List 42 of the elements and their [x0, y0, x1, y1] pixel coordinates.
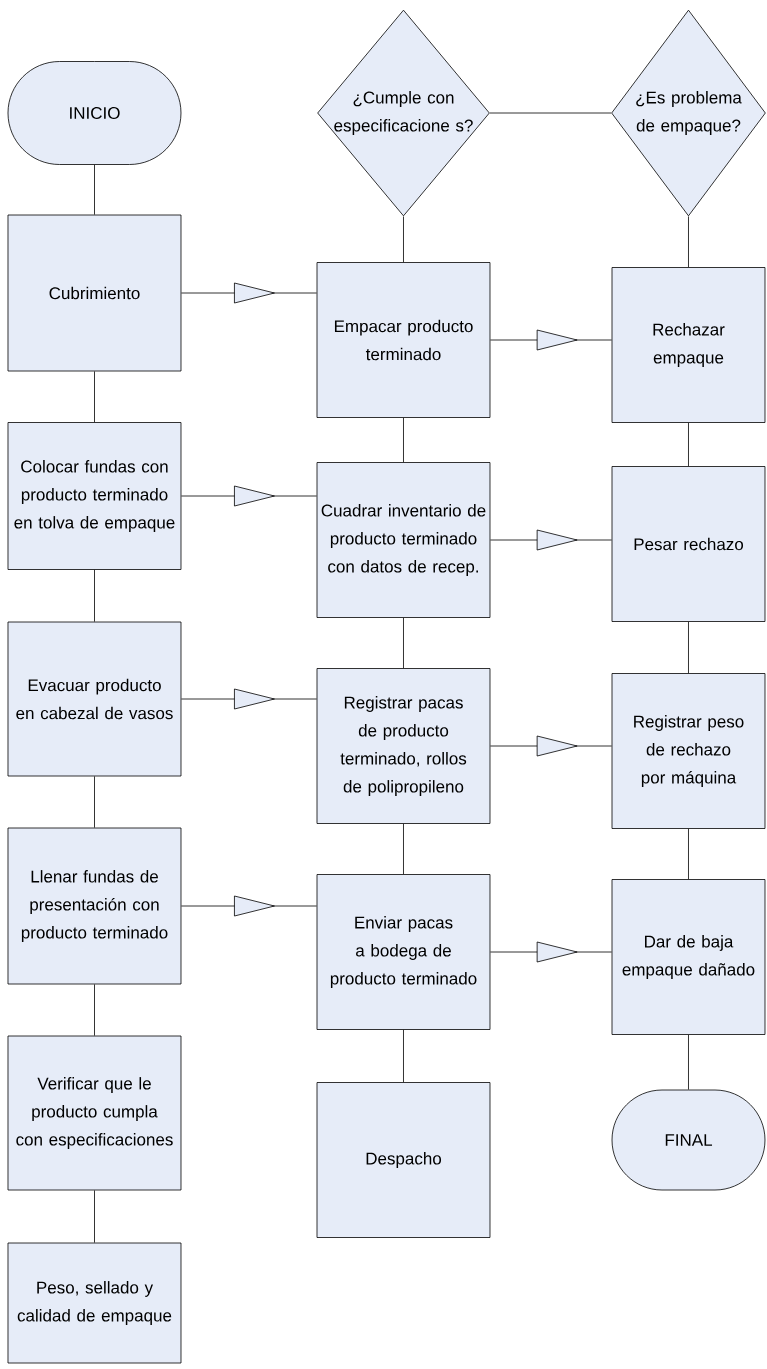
process-box: Cuadrar inventario de producto terminado con datos de recep.	[316, 462, 491, 618]
connector-line	[94, 371, 95, 423]
process-box: Pesar rechazo	[611, 466, 766, 622]
terminal-box: FINAL	[611, 1089, 766, 1191]
terminal-box: INICIO	[7, 61, 182, 165]
process-box: Verificar que le producto cumpla con especificaciones	[7, 1035, 182, 1191]
process-box: Registrar pacas de producto terminado, rollos de polipropileno	[316, 668, 491, 824]
arrow	[181, 282, 317, 304]
connector-line	[403, 417, 404, 463]
arrow	[490, 529, 612, 551]
process-box: Empacar producto terminado	[316, 262, 491, 418]
arrow	[490, 329, 612, 351]
connector-line	[688, 621, 689, 674]
connector-line	[688, 422, 689, 467]
process-box: Peso, sellado y calidad de empaque	[7, 1242, 182, 1364]
connector-line	[688, 1034, 689, 1090]
process-box: Evacuar producto en cabezal de vasos	[7, 621, 182, 777]
connector-line	[94, 164, 95, 215]
process-box: Rechazar empaque	[611, 267, 766, 423]
connector-line	[403, 823, 404, 875]
connector-line	[489, 112, 612, 114]
process-box: Dar de baja empaque dañado	[611, 879, 766, 1035]
connector-line	[403, 617, 404, 669]
connector-line	[94, 776, 95, 828]
arrow	[181, 688, 317, 710]
process-box: Despacho	[316, 1082, 491, 1238]
arrow	[490, 941, 612, 963]
process-box: Colocar fundas con producto terminado en tolva de empaque	[7, 422, 182, 570]
connector-line	[94, 569, 95, 622]
connector-line	[403, 1029, 404, 1083]
connector-line	[688, 216, 689, 268]
arrow	[490, 735, 612, 757]
process-box: Enviar pacas a bodega de producto terminado	[316, 874, 491, 1030]
connector-line	[94, 984, 95, 1036]
connector-line	[94, 1190, 95, 1243]
process-box: Registrar peso de rechazo por máquina	[611, 673, 766, 829]
arrow	[181, 895, 317, 917]
process-box: Cubrimiento	[7, 214, 182, 372]
arrow	[181, 485, 317, 507]
process-box: Llenar fundas de presentación con producto terminado	[7, 827, 182, 985]
connector-line	[688, 828, 689, 880]
connector-line	[403, 216, 404, 263]
